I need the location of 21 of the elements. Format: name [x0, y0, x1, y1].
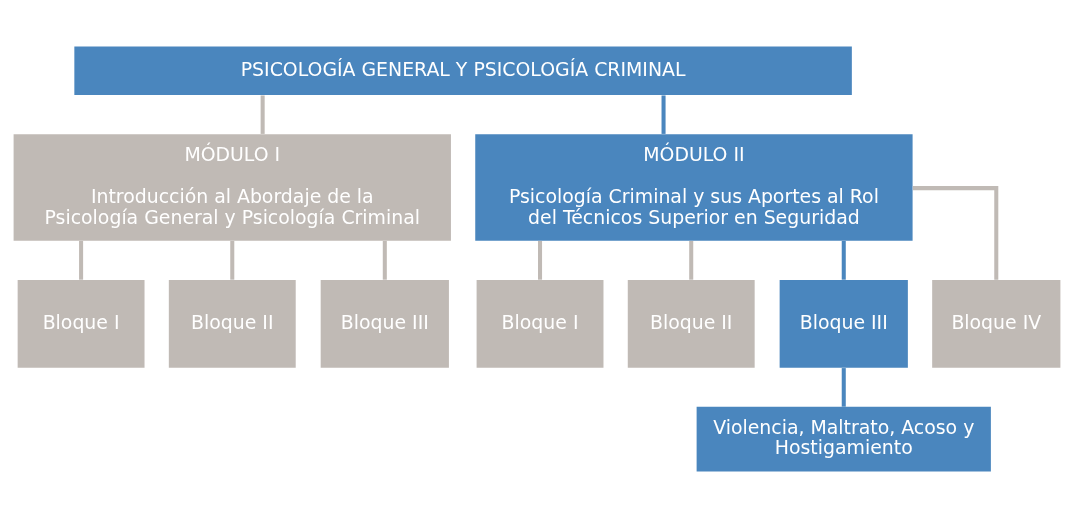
node-box: Bloque I: [476, 279, 604, 368]
connector: [538, 240, 543, 280]
node-box: Bloque III: [320, 279, 449, 368]
connector: [841, 240, 846, 280]
node-box: Bloque II: [627, 279, 755, 368]
node-box: Bloque I: [17, 279, 145, 368]
node-box: Violencia, Maltrato, Acoso y Hostigamiento: [696, 406, 991, 472]
connector: [382, 240, 387, 280]
connector: [841, 367, 846, 407]
connector: [79, 240, 84, 280]
connector: [689, 240, 694, 280]
node-box: Bloque IV: [932, 279, 1061, 368]
connector: [661, 94, 666, 134]
node-box: PSICOLOGÍA GENERAL Y PSICOLOGÍA CRIMINAL: [74, 45, 852, 95]
connector: [230, 240, 235, 280]
connector: [260, 94, 265, 134]
node-box: Bloque III: [779, 279, 908, 368]
node-box: MÓDULO II Psicología Criminal y sus Aportes al Rol del Técnicos Superior en Seguridad: [475, 133, 913, 241]
connector: [912, 185, 999, 280]
node-box: MÓDULO I Introducción al Abordaje de la Psicología General y Psicología Criminal: [13, 133, 451, 241]
node-box: Bloque II: [168, 279, 296, 368]
